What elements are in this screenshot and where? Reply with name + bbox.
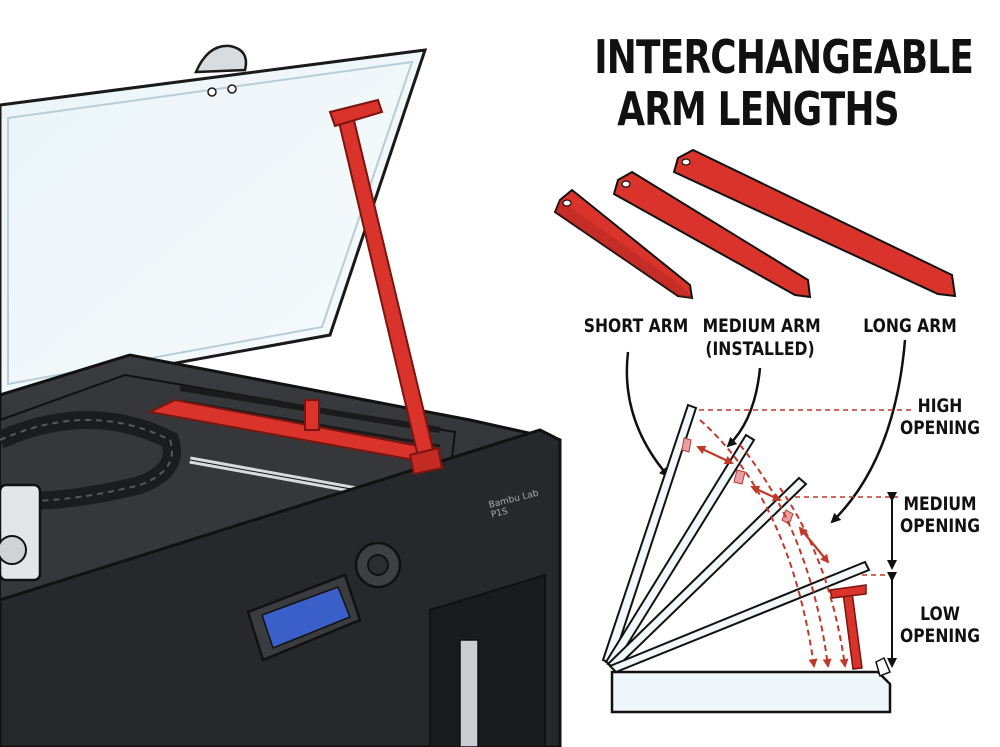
medium-arm-label-line1: MEDIUM ARM: [702, 315, 821, 337]
printer-illustration: [0, 44, 562, 747]
callout-arrows: [625, 339, 907, 524]
short-arm-pointer: [625, 351, 670, 478]
medium-arm-part: [612, 170, 812, 299]
lid-handle: [194, 44, 248, 74]
high-opening-label-line1: HIGH: [917, 395, 963, 417]
diagram-installed-arm: [842, 591, 863, 670]
low-opening-label-line1: LOW: [920, 603, 960, 625]
long-arm-pointer: [830, 339, 907, 524]
lid-positions: [601, 403, 871, 674]
medium-arm-label-line2: (INSTALLED): [705, 338, 815, 360]
high-opening-label-line2: OPENING: [900, 417, 980, 439]
installed-support-arm: [328, 98, 444, 476]
printer-body: [0, 353, 562, 747]
low-opening-label-line2: OPENING: [900, 625, 980, 647]
arm-mount-bracket: [146, 398, 443, 464]
short-arm-label: SHORT ARM: [583, 315, 689, 337]
medium-opening-label-line2: OPENING: [900, 515, 980, 537]
long-arm-label: LONG ARM: [863, 315, 957, 337]
printer-screen: [261, 586, 351, 649]
printer-lid: [0, 44, 428, 397]
title-line-1: INTERCHANGEABLE: [594, 30, 974, 84]
short-arm-part: [553, 188, 694, 300]
medium-arm-pointer: [726, 367, 762, 448]
arm-set: [553, 148, 957, 300]
medium-opening-label-line1: MEDIUM: [903, 493, 977, 515]
printer-base-box: [610, 670, 892, 714]
opening-diagram: [601, 403, 912, 714]
title-line-2: ARM LENGTHS: [617, 82, 899, 136]
long-arm-part: [672, 148, 957, 298]
